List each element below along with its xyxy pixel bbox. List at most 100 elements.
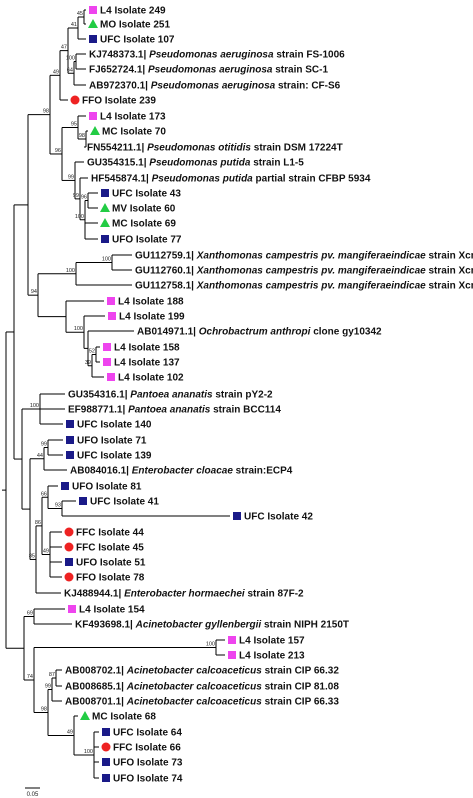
bootstrap-value: 47: [61, 45, 67, 51]
ffo-circle-marker: [64, 572, 74, 582]
species-name: Xanthomonas campestris pv. mangiferaeind…: [196, 251, 426, 262]
bootstrap-value: 87: [49, 672, 55, 678]
species-name: Pseudomonas putida: [152, 174, 254, 185]
label-part: strain DSM 17224T: [251, 143, 343, 154]
bootstrap-value: 100: [66, 56, 75, 62]
leaf-label: UFC Isolate 139: [77, 451, 152, 462]
bootstrap-value: 100: [66, 268, 75, 274]
label-part: UFC Isolate 64: [113, 728, 182, 739]
ufc-square-marker: [66, 420, 74, 428]
species-name: Enterobacter cloacae: [132, 466, 234, 477]
label-part: FFC Isolate 45: [76, 543, 144, 554]
l4-square-marker: [103, 358, 111, 366]
leaf-label: KF493698.1| Acinetobacter gyllenbergii s…: [75, 620, 349, 631]
leaf-label: GU354315.1| Pseudomonas putida strain L1…: [87, 158, 304, 169]
species-name: Enterobacter hormaechei: [124, 589, 245, 600]
leaf-label: AB008701.1| Acinetobacter calcoaceticus …: [65, 697, 339, 708]
label-part: AB008685.1|: [65, 682, 127, 693]
leaf-label: UFC Isolate 64: [113, 728, 182, 739]
tree-branches: [2, 9, 230, 779]
label-part: HF545874.1|: [91, 174, 152, 185]
label-part: strain BCC114: [210, 405, 281, 416]
bootstrap-value: 49: [53, 69, 59, 75]
label-part: strain CIP 66.33: [262, 697, 340, 708]
label-part: GU112758.1|: [135, 281, 197, 292]
label-part: UFO Isolate 81: [72, 482, 142, 493]
bootstrap-value: 69: [27, 611, 33, 617]
species-name: Acinetobacter calcoaceticus: [126, 666, 262, 677]
leaf-label: GU354316.1| Pantoea ananatis strain pY2-…: [68, 390, 273, 401]
leaf-label: FFO Isolate 239: [82, 96, 156, 107]
leaf-markers: [61, 6, 241, 782]
label-part: L4 Isolate 157: [239, 636, 305, 647]
label-part: FN554211.1|: [87, 143, 147, 154]
leaf-label: L4 Isolate 213: [239, 651, 305, 662]
label-part: L4 Isolate 173: [100, 112, 166, 123]
leaf-label: UFO Isolate 71: [77, 436, 147, 447]
leaf-label: UFC Isolate 41: [90, 497, 159, 508]
label-part: KJ488944.1|: [64, 589, 124, 600]
bootstrap-value: 86: [35, 520, 41, 526]
l4-square-marker: [89, 112, 97, 120]
ufo-square-marker: [61, 482, 69, 490]
leaf-label: AB014971.1| Ochrobactrum anthropi clone …: [137, 327, 382, 338]
species-name: Pseudomonas aeruginosa: [148, 65, 273, 76]
ufc-square-marker: [101, 189, 109, 197]
l4-square-marker: [68, 605, 76, 613]
leaf-label: L4 Isolate 173: [100, 112, 166, 123]
leaf-label: MC Isolate 68: [92, 712, 156, 723]
bootstrap-value: 100: [84, 749, 93, 755]
l4-square-marker: [89, 6, 97, 14]
species-name: Pantoea ananatis: [128, 405, 211, 416]
bootstrap-value: 99: [41, 442, 47, 448]
l4-square-marker: [228, 636, 236, 644]
leaf-label: FFO Isolate 78: [76, 573, 145, 584]
label-part: L4 Isolate 137: [114, 358, 180, 369]
bootstrap-value: 100: [206, 642, 215, 648]
label-part: AB014971.1|: [137, 327, 199, 338]
ufc-square-marker: [102, 728, 110, 736]
label-part: FFO Isolate 78: [76, 573, 145, 584]
ufc-square-marker: [79, 497, 87, 505]
bootstrap-value: 96: [81, 195, 87, 201]
label-part: MO Isolate 251: [100, 20, 170, 31]
scale-bar: 0.05: [25, 787, 40, 798]
label-part: MC Isolate 68: [92, 712, 156, 723]
label-part: EF988771.1|: [68, 405, 128, 416]
species-name: Acinetobacter gyllenbergii: [135, 620, 262, 631]
species-name: Pantoea ananatis: [130, 390, 213, 401]
label-part: L4 Isolate 102: [118, 373, 184, 384]
l4-square-marker: [107, 373, 115, 381]
label-part: strain FS-1006: [274, 50, 346, 61]
leaf-label: UFO Isolate 77: [112, 235, 182, 246]
label-part: FFC Isolate 66: [113, 743, 181, 754]
label-part: strain SC-1: [272, 65, 328, 76]
label-part: UFC Isolate 139: [77, 451, 152, 462]
species-name: Xanthomonas campestris pv. mangiferaeind…: [196, 281, 426, 292]
leaf-label: AB084016.1| Enterobacter cloacae strain:…: [70, 466, 293, 477]
l4-square-marker: [107, 297, 115, 305]
species-name: Pseudomonas otitidis: [147, 143, 251, 154]
leaf-label: UFO Isolate 51: [76, 558, 146, 569]
leaf-label: L4 Isolate 199: [119, 312, 185, 323]
bootstrap-values: 4541641004749969598999910096981001001005…: [27, 11, 215, 755]
bootstrap-value: 100: [30, 403, 39, 409]
leaf-label: L4 Isolate 154: [79, 605, 145, 616]
leaf-label: GU112758.1| Xanthomonas campestris pv. m…: [135, 281, 473, 292]
bootstrap-value: 99: [73, 193, 79, 199]
label-part: strain CIP 81.08: [262, 682, 340, 693]
label-part: strain Xcm3: [426, 281, 473, 292]
leaf-label: L4 Isolate 188: [118, 297, 184, 308]
label-part: GU112760.1|: [135, 266, 197, 277]
label-part: UFO Isolate 71: [77, 436, 147, 447]
leaf-label: GU112759.1| Xanthomonas campestris pv. m…: [135, 251, 473, 262]
bootstrap-value: 74: [27, 674, 33, 680]
leaf-label: FJ652724.1| Pseudomonas aeruginosa strai…: [89, 65, 328, 76]
ufo-square-marker: [65, 558, 73, 566]
leaf-label: KJ748373.1| Pseudomonas aeruginosa strai…: [89, 50, 345, 61]
label-part: strain 87F-2: [245, 589, 304, 600]
ffc-circle-marker: [64, 527, 74, 537]
label-part: UFC Isolate 41: [90, 497, 159, 508]
bootstrap-value: 98: [79, 133, 85, 139]
